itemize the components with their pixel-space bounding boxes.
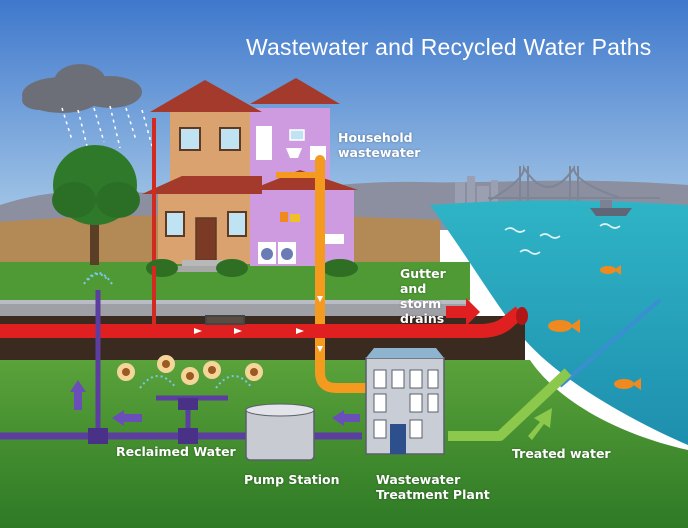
- fish-icon: [548, 265, 641, 390]
- house: [142, 78, 358, 272]
- gutter-label-line4: drains: [400, 311, 445, 326]
- arrow-right-icon: [446, 298, 480, 326]
- downspout-connector: [152, 266, 156, 326]
- flow-arrow-icons: [194, 328, 304, 334]
- reclaimed-water-label: Reclaimed Water: [116, 444, 236, 459]
- storm-grate: [205, 315, 245, 325]
- household-wastewater-pipe: [315, 155, 385, 393]
- plant-label-line2: Treatment Plant: [376, 487, 490, 502]
- sprinkler-icon: [83, 272, 253, 389]
- household-wastewater-label: Household wastewater: [338, 130, 420, 160]
- rain-cloud-icon: [22, 64, 142, 113]
- curb: [0, 300, 470, 304]
- bushes: [146, 259, 358, 277]
- rain-drops: [61, 105, 153, 151]
- water-waves: [504, 223, 621, 255]
- ship: [590, 200, 632, 216]
- household-label-line1: Household: [338, 130, 413, 145]
- household-label-line2: wastewater: [338, 145, 421, 160]
- pump-station-tank: [245, 403, 315, 461]
- arrow-down-icon: [317, 296, 323, 352]
- gutter-label-line3: storm: [400, 296, 442, 311]
- gutter-label-line1: Gutter: [400, 266, 446, 281]
- arrow-up-icon: [70, 380, 86, 410]
- treatment-plant-label: Wastewater Treatment Plant: [376, 472, 490, 502]
- diagram-title: Wastewater and Recycled Water Paths: [246, 34, 652, 60]
- treatment-plant-building: [365, 348, 445, 455]
- flower-icon: [117, 355, 263, 385]
- storm-pipe-outlet: [516, 307, 528, 325]
- sidewalk: [0, 302, 470, 318]
- gutter-label-line2: and: [400, 281, 427, 296]
- gutter-storm-drains-label: Gutter and storm drains: [400, 266, 446, 326]
- underground-grass: [0, 360, 688, 528]
- plant-label-line1: Wastewater: [376, 472, 461, 487]
- tree: [52, 145, 140, 265]
- storm-drain-pipe: [0, 306, 525, 338]
- treated-arrow-icon: [528, 408, 552, 440]
- pump-station-label: Pump Station: [244, 472, 340, 487]
- arrow-left-icon: [112, 410, 142, 426]
- arrow-left-icon: [332, 410, 360, 426]
- ocean-outfall-pipe: [558, 298, 662, 388]
- treated-water-label: Treated water: [512, 446, 611, 461]
- treated-water-pipe: [448, 368, 572, 441]
- pipe-fittings: [88, 398, 198, 444]
